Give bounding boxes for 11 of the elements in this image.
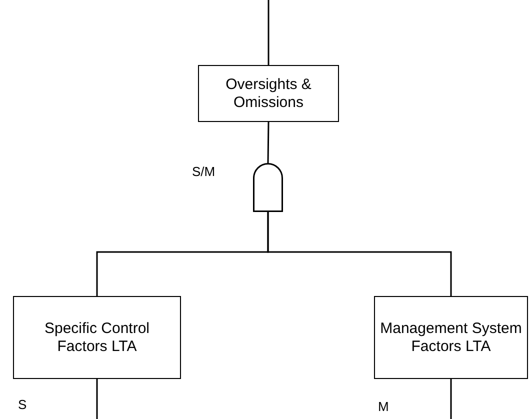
connector-line bbox=[267, 212, 452, 296]
connector-line bbox=[450, 379, 452, 419]
connector-line bbox=[268, 0, 270, 65]
event-code: M bbox=[378, 399, 389, 414]
event-box: Oversights & Omissions bbox=[198, 65, 339, 122]
event-box: Management System Factors LTA bbox=[374, 296, 528, 379]
event-code: S/M bbox=[192, 164, 216, 179]
connector-line bbox=[96, 379, 98, 419]
connector-line bbox=[267, 122, 270, 164]
event-code: S bbox=[18, 397, 27, 412]
event-box: Specific Control Factors LTA bbox=[13, 296, 181, 379]
